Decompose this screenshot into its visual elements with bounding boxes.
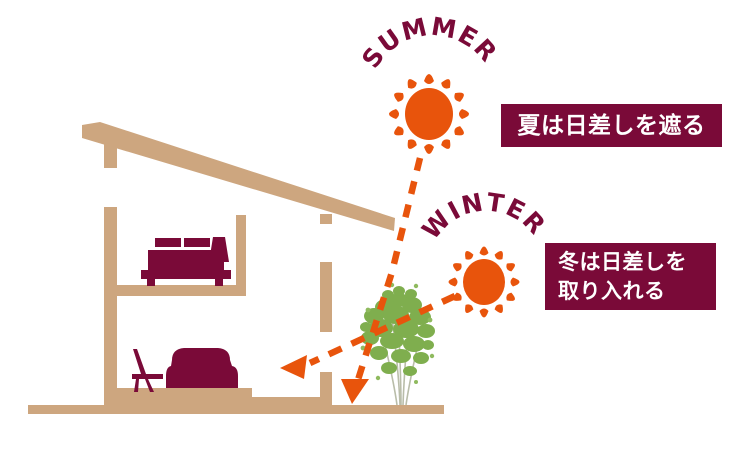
winter-ray-arrowhead (280, 355, 307, 379)
summer-ray-arrowhead (341, 379, 369, 404)
winter-callout-text-line1: 冬は日差しを (558, 249, 687, 274)
interior-partition-upper (236, 215, 246, 287)
bed-mattress (148, 250, 224, 270)
winter-callout-text-line2: 取り入れる (558, 278, 666, 303)
summer-ray-dashed-arrow (341, 157, 424, 404)
floor-slab-upper (104, 285, 246, 296)
armchair (166, 348, 238, 388)
ground-line (28, 405, 444, 414)
wall-right-seg-middle (320, 262, 332, 332)
furniture-ground-floor (132, 348, 238, 392)
winter-arc-title: WINTER (416, 187, 552, 244)
wall-left-lower (104, 207, 117, 405)
pillow-right (184, 238, 210, 247)
wall-right-seg-bottom (320, 372, 332, 405)
side-chair (132, 349, 163, 392)
summer-ray-line (353, 157, 424, 384)
sun-rays (389, 74, 469, 154)
floor-lamp-shade (209, 237, 229, 262)
winter-ray-dashed-arrow (280, 293, 457, 379)
summer-callout-box: 夏は日差しを遮る (501, 104, 722, 147)
pillow-left (155, 238, 181, 247)
roof-beam (82, 122, 395, 231)
winter-callout-box: 冬は日差しを 取り入れる (545, 243, 716, 310)
summer-sun-icon (389, 74, 469, 154)
sun-disc (405, 88, 453, 140)
deck-platform (104, 397, 332, 409)
winter-ray-line (308, 293, 457, 366)
furniture-upper-floor (141, 237, 231, 286)
bed-base (141, 270, 231, 279)
wall-right-seg-top (320, 214, 332, 224)
wall-left-upper (104, 128, 117, 168)
house-structure (28, 122, 444, 414)
sun-rays (448, 246, 520, 318)
summer-arc-title: SUMMER (356, 12, 503, 74)
sun-disc (463, 259, 505, 305)
floor-lamp-pole (217, 262, 221, 286)
winter-sun-icon (448, 246, 520, 318)
summer-callout-text: 夏は日差しを遮る (517, 112, 706, 139)
bed-leg-left (147, 279, 155, 286)
